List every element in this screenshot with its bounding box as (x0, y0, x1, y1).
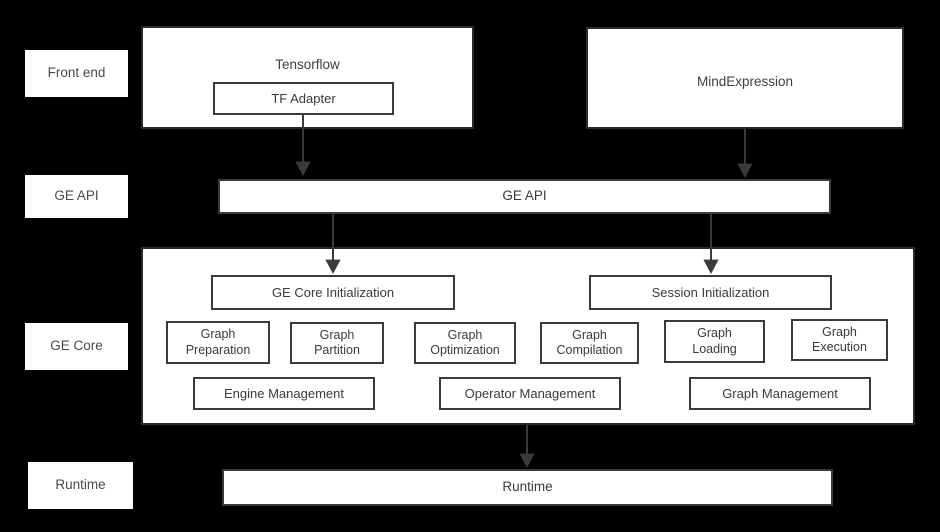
mindexpression-title: MindExpression (696, 74, 794, 89)
graph-compilation-label: Graph Compilation (556, 327, 623, 357)
ge-core-initialization-label: GE Core Initialization (271, 284, 395, 300)
graph-loading-box[interactable]: Graph Loading (664, 320, 765, 363)
tf-adapter-box[interactable]: TF Adapter (213, 82, 394, 115)
graph-management-label: Graph Management (722, 385, 838, 401)
tf-adapter-label: TF Adapter (271, 90, 336, 106)
operator-management-label: Operator Management (464, 385, 596, 401)
tensorflow-title: Tensorflow (275, 57, 340, 72)
session-initialization-box[interactable]: Session Initialization (589, 275, 832, 310)
ge-core-initialization-box[interactable]: GE Core Initialization (211, 275, 455, 310)
rail-label-runtime-text: Runtime (55, 477, 106, 493)
rail-label-ge-api: GE API (25, 175, 128, 218)
graph-preparation-label: Graph Preparation (185, 327, 251, 357)
mindexpression-container: MindExpression (586, 27, 904, 129)
ge-api-bar[interactable]: GE API (218, 179, 831, 214)
rail-label-ge-api-text: GE API (54, 188, 99, 204)
engine-management-label: Engine Management (224, 385, 344, 401)
graph-optimization-label: Graph Optimization (430, 327, 500, 357)
graph-compilation-box[interactable]: Graph Compilation (540, 322, 639, 364)
engine-management-box[interactable]: Engine Management (193, 377, 375, 410)
rail-label-ge-core-text: GE Core (50, 338, 103, 354)
ge-api-label: GE API (502, 188, 547, 204)
rail-label-runtime: Runtime (28, 462, 133, 509)
rail-label-ge-core: GE Core (25, 323, 128, 370)
session-initialization-label: Session Initialization (651, 284, 770, 300)
runtime-label: Runtime (502, 479, 553, 495)
graph-execution-label: Graph Execution (812, 324, 867, 354)
runtime-bar[interactable]: Runtime (222, 469, 833, 506)
graph-optimization-box[interactable]: Graph Optimization (414, 322, 516, 364)
graph-execution-box[interactable]: Graph Execution (791, 319, 888, 361)
rail-label-front-end-text: Front end (47, 65, 106, 81)
graph-partition-box[interactable]: Graph Partition (290, 322, 384, 364)
graph-management-box[interactable]: Graph Management (689, 377, 871, 410)
graph-loading-label: Graph Loading (692, 326, 737, 356)
graph-partition-label: Graph Partition (314, 327, 360, 357)
graph-preparation-box[interactable]: Graph Preparation (166, 321, 270, 364)
rail-label-front-end: Front end (25, 50, 128, 97)
operator-management-box[interactable]: Operator Management (439, 377, 621, 410)
